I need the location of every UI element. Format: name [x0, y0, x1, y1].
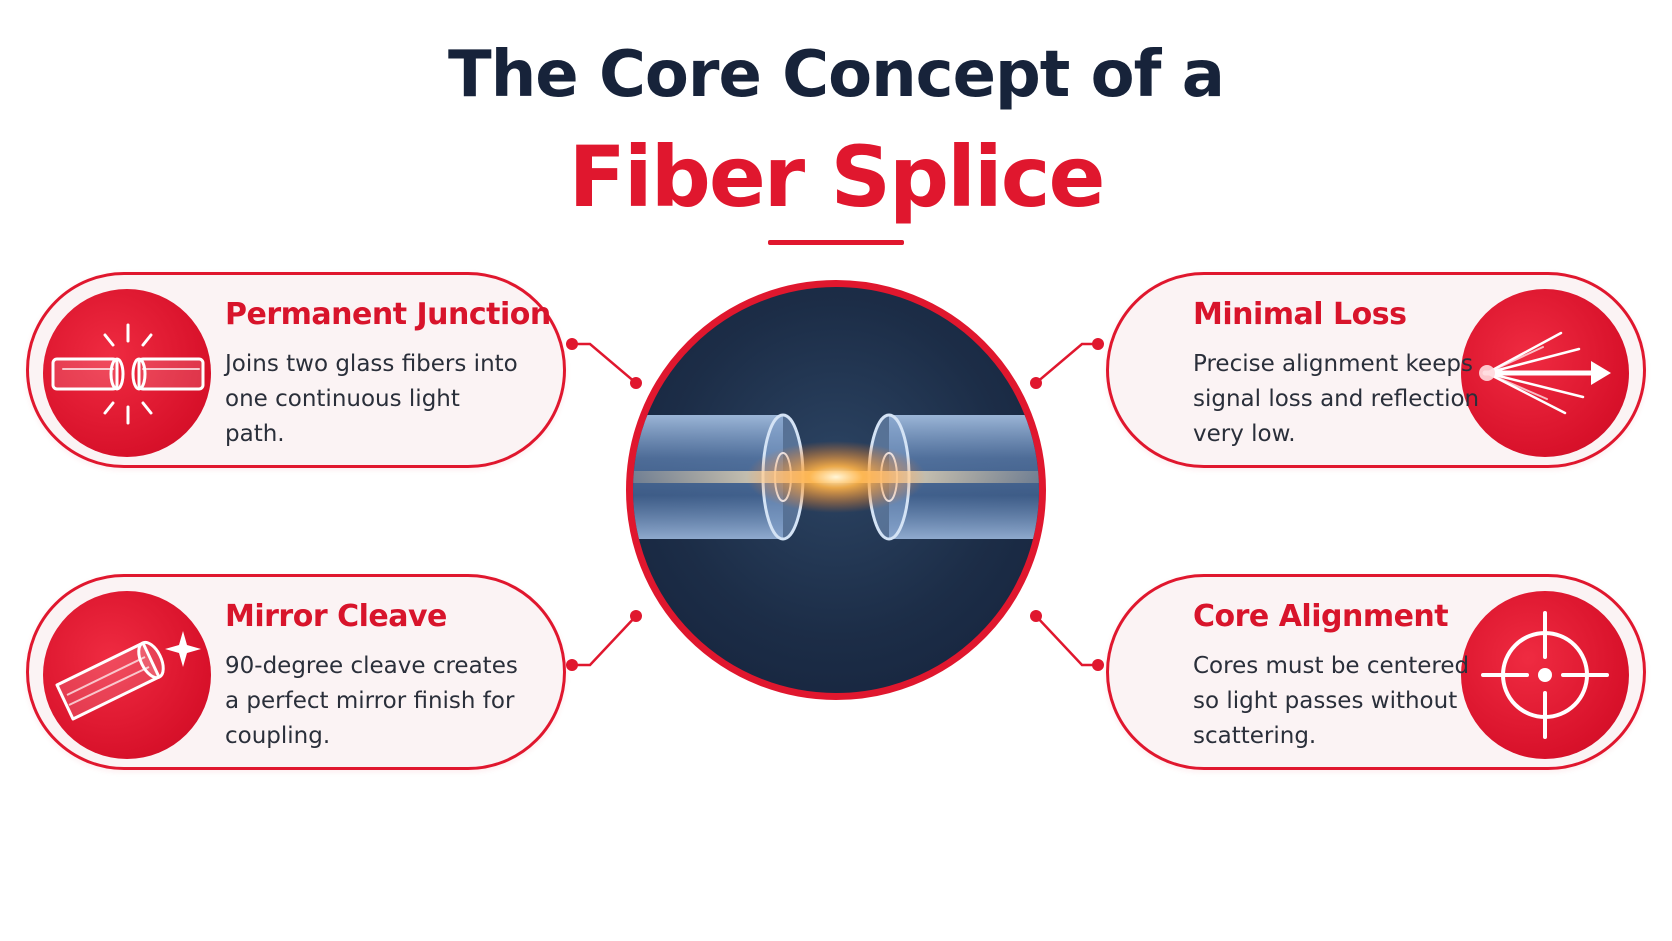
title-line1: The Core Concept of a: [448, 38, 1225, 112]
card-description: Precise alignment keeps signal loss and …: [1193, 351, 1480, 447]
fiber-splice-illustration: [626, 280, 1046, 700]
light-beam-arrow-icon: [1461, 289, 1629, 457]
connector-bottom-left: [572, 615, 637, 667]
connector-dot: [1092, 659, 1104, 671]
card-title: Core Alignment: [1193, 599, 1449, 634]
card-permanent-junction: Permanent Junction Joins two glass fiber…: [26, 272, 566, 468]
card-minimal-loss: Minimal Loss Precise alignment keeps sig…: [1106, 272, 1646, 468]
light-glow: [746, 441, 926, 513]
card-description: Joins two glass fibers into one continuo…: [225, 351, 518, 447]
card-core-alignment: Core Alignment Cores must be centered so…: [1106, 574, 1646, 770]
card-mirror-cleave: Mirror Cleave 90-degree cleave creates a…: [26, 574, 566, 770]
card-description: 90-degree cleave creates a perfect mirro…: [225, 653, 518, 749]
joined-fibers-icon: [43, 289, 211, 457]
title-line2: Fiber Splice: [568, 128, 1106, 226]
title-underline: [768, 240, 904, 245]
connector-bottom-right: [1035, 615, 1098, 667]
crosshair-icon: [1461, 591, 1629, 759]
card-title: Minimal Loss: [1193, 297, 1407, 332]
card-title: Permanent Junction: [225, 297, 551, 332]
card-title: Mirror Cleave: [225, 599, 447, 634]
connector-top-right: [1035, 342, 1098, 384]
cleaved-fiber-icon: [43, 591, 211, 759]
connector-dot: [1092, 338, 1104, 350]
connector-dot: [566, 659, 578, 671]
connector-dot: [566, 338, 578, 350]
card-description: Cores must be centered so light passes w…: [1193, 653, 1470, 749]
connector-top-left: [572, 342, 637, 384]
